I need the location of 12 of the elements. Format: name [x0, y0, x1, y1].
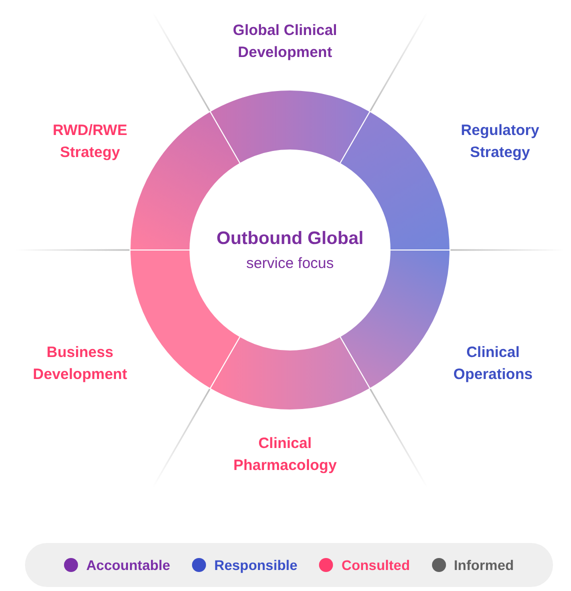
segment-label: Regulatory Strategy: [445, 120, 555, 164]
center-title: Outbound Global: [216, 228, 364, 249]
segment-label: Business Development: [20, 342, 140, 386]
legend-label: Accountable: [86, 557, 170, 573]
center-subtitle: service focus: [246, 255, 334, 272]
segment-label: Clinical Pharmacology: [210, 433, 360, 477]
legend-label: Informed: [454, 557, 514, 573]
legend-label: Consulted: [341, 557, 410, 573]
segment-label: RWD/RWE Strategy: [40, 120, 140, 164]
legend-label: Responsible: [214, 557, 298, 573]
segment-label: Global Clinical Development: [210, 20, 360, 64]
segment-label: Clinical Operations: [438, 342, 548, 386]
